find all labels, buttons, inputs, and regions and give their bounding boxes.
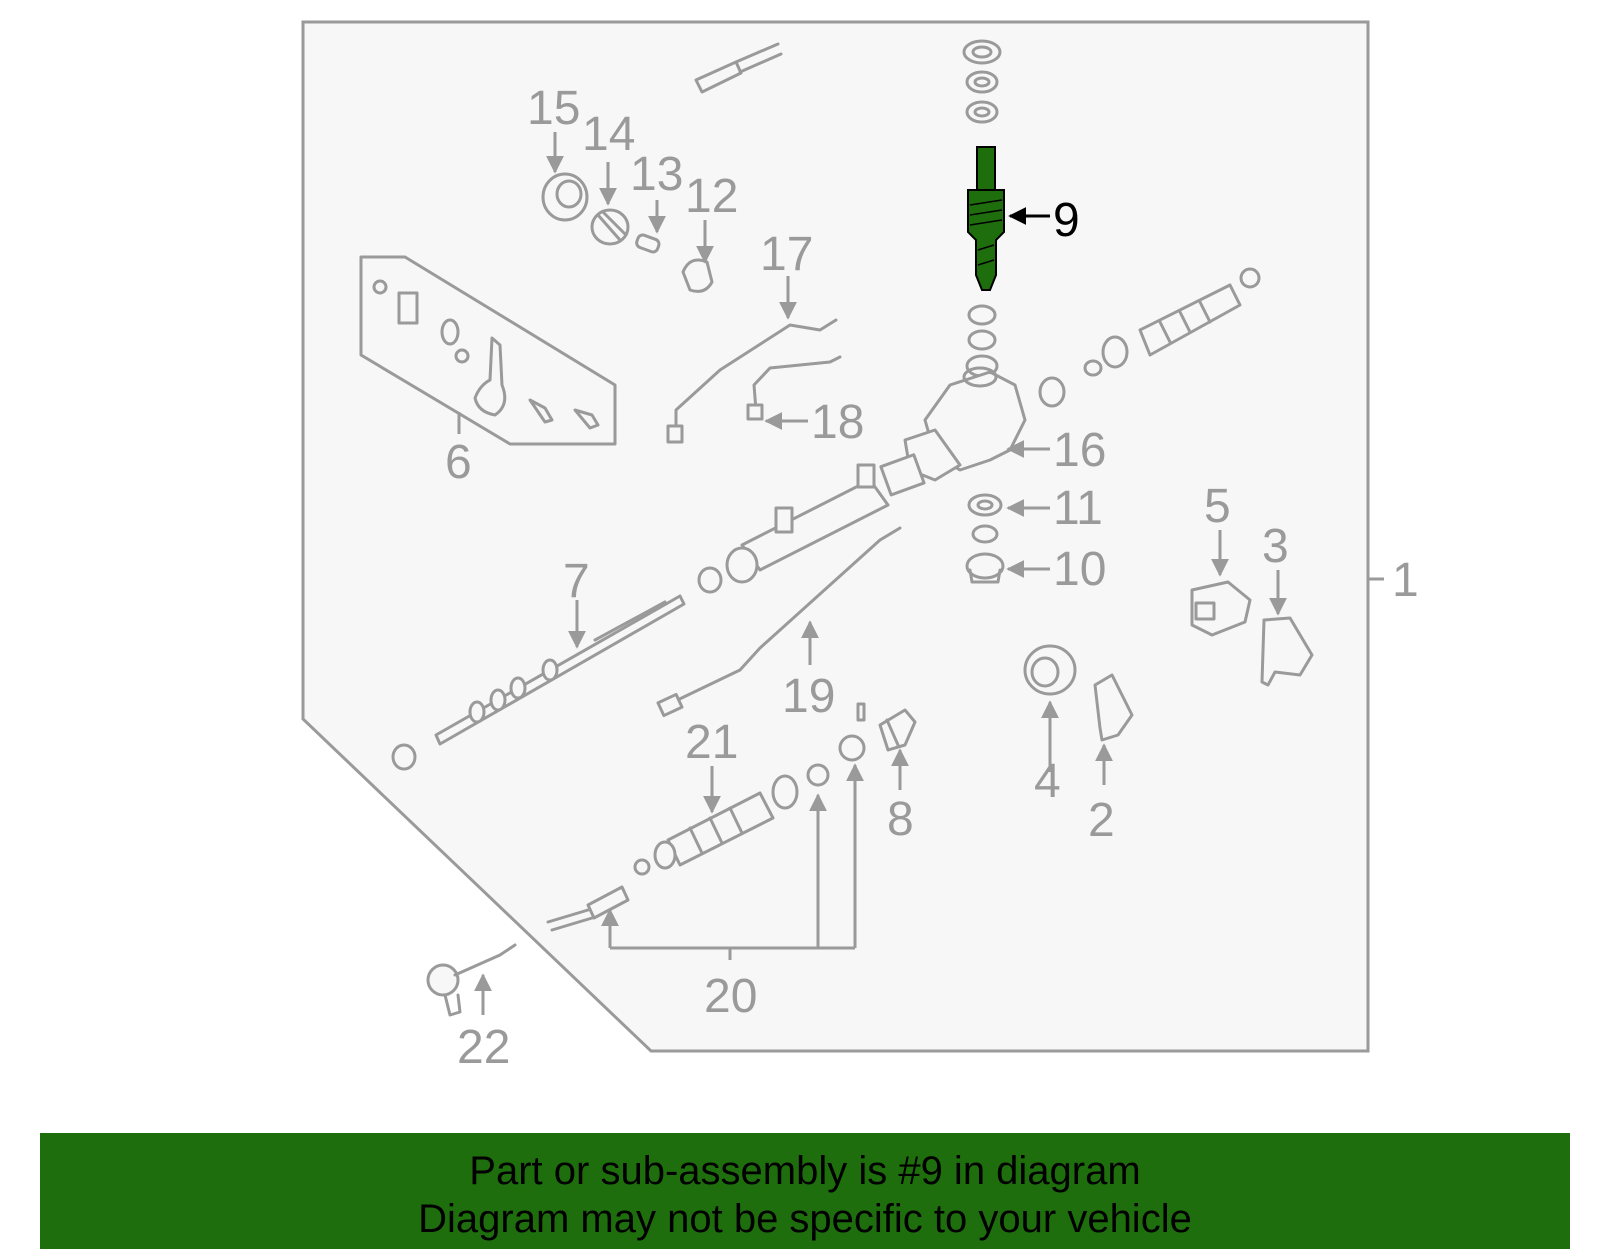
callout-18: 18 <box>811 396 864 449</box>
part-12-yoke <box>681 258 714 293</box>
part-20-inner-tie-rod <box>546 885 630 932</box>
part-4-bushing <box>1023 644 1077 696</box>
part-2-clamp <box>1093 673 1134 742</box>
part-16-valve-housing <box>879 366 1027 497</box>
callout-16: 16 <box>1053 424 1106 477</box>
part-21-boot <box>633 791 775 876</box>
callout-5: 5 <box>1204 480 1231 533</box>
callout-14: 14 <box>582 108 635 161</box>
banner-line-part: Part or sub-assembly is #9 in diagram <box>469 1149 1141 1193</box>
part-top-shaft <box>694 42 783 94</box>
callout-19: 19 <box>782 670 835 723</box>
callout-6: 6 <box>445 436 472 489</box>
callout-3: 3 <box>1262 520 1289 573</box>
part-11-seal <box>967 493 1003 544</box>
banner-line-disclaimer: Diagram may not be specific to your vehi… <box>418 1197 1192 1241</box>
callout-1: 1 <box>1392 554 1419 607</box>
callout-22: 22 <box>457 1021 510 1074</box>
part-7-rack <box>391 594 686 771</box>
callout-17: 17 <box>760 228 813 281</box>
callout-2: 2 <box>1088 794 1115 847</box>
part-3-clamp <box>1260 616 1314 687</box>
callout-20-bracket <box>610 946 855 960</box>
part-17-pressure-line <box>666 318 838 444</box>
part-18-return-line <box>746 355 842 421</box>
callout-21: 21 <box>685 716 738 769</box>
part-9-pinion-shaft <box>967 146 1005 291</box>
part-14-spring-cap <box>590 208 630 246</box>
callout-13: 13 <box>630 148 683 201</box>
part-rack-housing <box>697 463 890 594</box>
callout-8: 8 <box>887 793 914 846</box>
part-5-bushing <box>1190 580 1252 637</box>
callout-11: 11 <box>1053 482 1103 535</box>
assembly-frame <box>301 20 1370 1053</box>
part-15-nut <box>541 172 589 222</box>
part-6-mounting-kit <box>359 255 617 446</box>
callout-12: 12 <box>685 170 738 223</box>
callout-7: 7 <box>563 555 590 608</box>
callout-4: 4 <box>1034 755 1061 808</box>
part-top-seals <box>962 39 1002 378</box>
callout-10: 10 <box>1053 543 1106 596</box>
callout-20: 20 <box>704 970 757 1023</box>
part-8-boot <box>771 702 917 810</box>
part-right-boot <box>1038 267 1261 408</box>
info-banner: Part or sub-assembly is #9 in diagram Di… <box>40 1133 1570 1249</box>
part-22-tie-rod-end <box>426 943 517 1017</box>
part-13-spring <box>635 233 661 254</box>
callout-15: 15 <box>527 82 580 135</box>
part-10-bushing <box>965 552 1005 584</box>
callout-9: 9 <box>1053 194 1080 247</box>
part-19-line <box>656 526 902 718</box>
